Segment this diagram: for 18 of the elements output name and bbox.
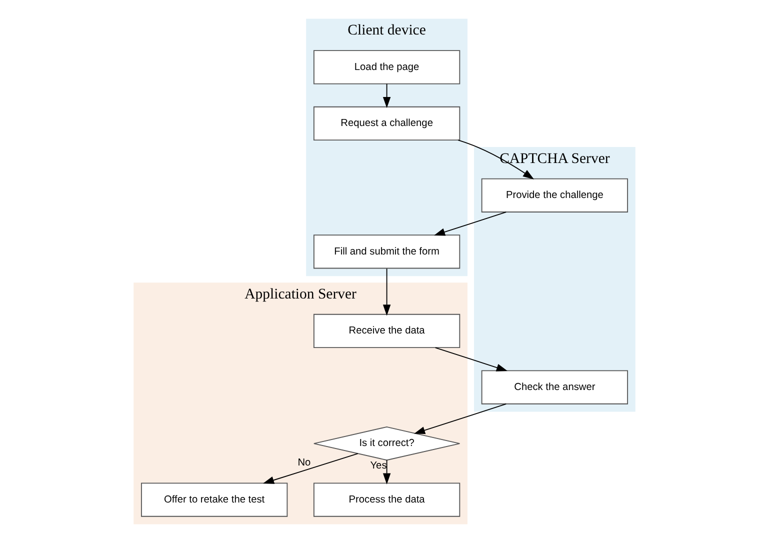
arrow	[434, 212, 507, 236]
arrow	[414, 403, 507, 434]
arrow	[382, 83, 391, 108]
arrow	[434, 347, 508, 372]
edge-label: Yes	[370, 460, 387, 472]
node-box: Fill and submit the form	[313, 234, 460, 269]
node-box: Provide the challenge	[481, 178, 628, 212]
arrow	[458, 140, 534, 180]
arrow	[382, 268, 391, 316]
node-box: Load the page	[313, 50, 460, 84]
node-box: Check the answer	[481, 370, 628, 404]
node-box: Process the data	[313, 482, 460, 517]
arrow	[382, 460, 391, 484]
node-box: Offer to retake the test	[140, 482, 288, 517]
node-box: Receive the data	[313, 314, 460, 348]
edge-label: No	[298, 457, 311, 468]
node-box: Request a challenge	[313, 106, 460, 141]
arrow	[262, 453, 358, 484]
